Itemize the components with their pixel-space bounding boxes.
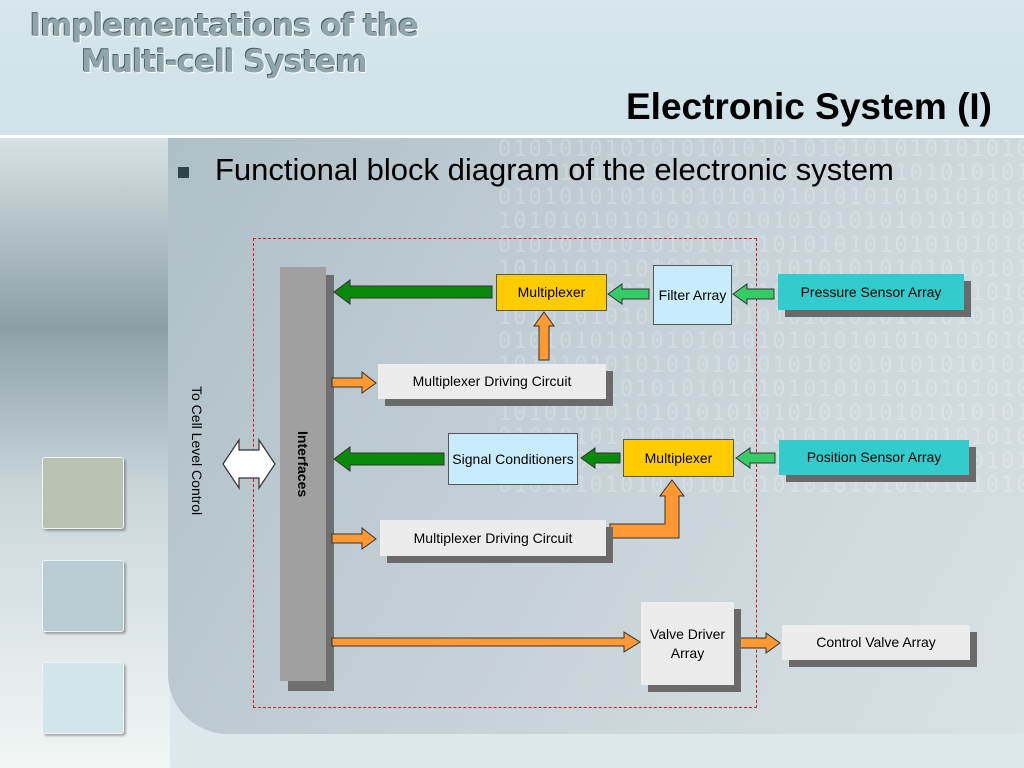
arrow-driver-to-mux-top [533,311,555,361]
decorative-square [42,560,124,632]
arrow-driver-to-mux-mid [609,479,685,539]
arrow-conditioners-to-interfaces [333,446,445,472]
arrow-interfaces-to-driver-1 [331,370,377,394]
mux-driving-circuit-2: Multiplexer Driving Circuit [380,520,606,556]
header-divider [0,135,1024,138]
arrow-interfaces-to-driver-2 [331,526,377,550]
decorative-square [42,662,124,734]
arrow-position-to-mux [735,447,776,469]
decorative-square [42,457,124,529]
control-valve-array: Control Valve Array [782,625,970,660]
header-band [0,0,1024,135]
signal-conditioners: Signal Conditioners [448,433,578,485]
multiplexer-mid: Multiplexer [623,439,734,477]
position-sensor-array: Position Sensor Array [779,440,969,475]
pressure-sensor-array: Pressure Sensor Array [778,274,964,310]
bullet-text: Functional block diagram of the electron… [215,152,894,187]
arrow-interfaces-to-valve-driver [331,631,641,653]
arrow-filter-to-mux [607,283,650,305]
bidirectional-arrow [222,438,276,490]
filter-array: Filter Array [653,265,732,325]
interfaces-bar [280,267,326,681]
cell-level-control-label: To Cell Level Control [189,386,205,516]
multiplexer-top: Multiplexer [496,274,607,311]
mux-driving-circuit-1: Multiplexer Driving Circuit [378,364,606,399]
arrow-pressure-to-filter [732,283,775,305]
section-title: Implementations of the Multi-cell System [29,8,419,80]
arrow-mux-to-conditioners [580,447,621,469]
valve-driver-array: Valve Driver Array [641,602,734,685]
arrow-mux-to-interfaces-top [333,279,493,305]
interfaces-label: Interfaces [295,431,311,498]
arrow-valve-driver-to-control [736,632,781,654]
slide-title: Electronic System (I) [625,86,992,127]
bullet-marker [178,167,189,178]
